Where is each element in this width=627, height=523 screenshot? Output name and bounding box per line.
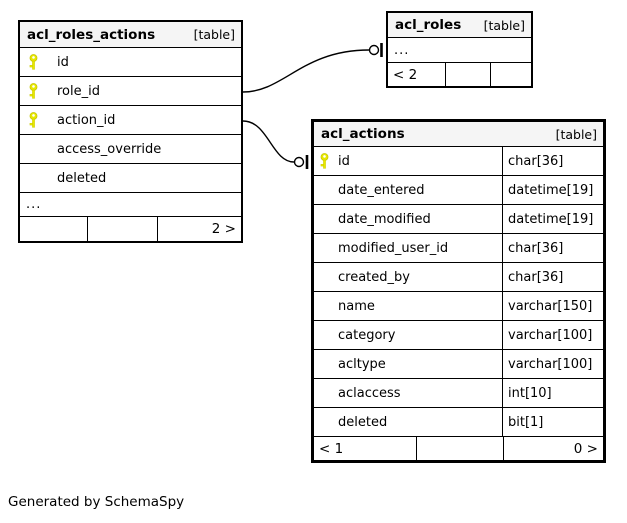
primary-key-icon — [320, 147, 338, 175]
column-name: access_override — [57, 141, 162, 157]
column-name: role_id — [57, 83, 100, 99]
ellipsis-row: ... — [388, 38, 531, 63]
footer-cell — [490, 63, 531, 86]
children-count: 2 > — [157, 217, 241, 241]
relations-footer: < 2 — [388, 63, 531, 86]
table-row: date_modified datetime[19] — [314, 205, 603, 234]
column-type: char[36] — [502, 234, 603, 262]
children-count: 0 > — [503, 437, 603, 460]
table-title: acl_actions — [321, 126, 405, 142]
zero-cardinality-circle — [293, 156, 305, 168]
table-row: category varchar[100] — [314, 321, 603, 350]
column-name: created_by — [338, 269, 410, 285]
table-tag: [table] — [555, 126, 597, 142]
footer-cell — [445, 63, 490, 86]
column-name: date_modified — [338, 211, 431, 227]
primary-key-icon — [29, 48, 57, 76]
column-name: id — [57, 54, 69, 70]
relationship-line-role-id-to-acl-roles — [242, 43, 383, 93]
table-row: created_by char[36] — [314, 263, 603, 292]
footer-cell — [416, 437, 503, 460]
ellipsis-text: ... — [394, 42, 410, 58]
table-acl-roles: acl_roles [table] ... < 2 — [386, 11, 533, 88]
table-acl-roles-actions: acl_roles_actions [table] id role_id — [18, 20, 243, 243]
table-tag: [table] — [483, 17, 525, 33]
column-type: char[36] — [502, 263, 603, 291]
column-name: action_id — [57, 112, 116, 128]
table-row: id char[36] — [314, 147, 603, 176]
footer-cell — [20, 217, 87, 241]
zero-cardinality-circle — [368, 44, 380, 56]
column-list: id char[36] date_entered datetime[19] da… — [314, 147, 603, 437]
relations-footer: 2 > — [20, 217, 241, 241]
column-name: aclaccess — [338, 385, 401, 401]
table-row: acltype varchar[100] — [314, 350, 603, 379]
column-name: category — [338, 327, 396, 343]
column-name: deleted — [57, 170, 107, 186]
column-name: name — [338, 298, 375, 314]
column-type: datetime[19] — [502, 176, 603, 204]
primary-key-icon — [29, 77, 57, 105]
column-type: bit[1] — [502, 408, 603, 436]
column-type: varchar[100] — [502, 350, 603, 378]
column-type: int[10] — [502, 379, 603, 407]
table-title: acl_roles_actions — [27, 26, 156, 43]
ellipsis-text: ... — [26, 197, 42, 212]
column-name: id — [338, 153, 350, 169]
table-row: deleted bit[1] — [314, 408, 603, 437]
table-row: access_override — [20, 135, 241, 164]
primary-key-icon — [29, 106, 57, 134]
table-title: acl_roles — [395, 17, 462, 33]
table-row: name varchar[150] — [314, 292, 603, 321]
table-row: date_entered datetime[19] — [314, 176, 603, 205]
relations-footer: < 1 0 > — [314, 437, 603, 460]
table-row: modified_user_id char[36] — [314, 234, 603, 263]
table-acl-actions: acl_actions [table] id char[36] date_ent… — [311, 119, 606, 463]
column-name: deleted — [338, 414, 388, 430]
ellipsis-row: ... — [20, 193, 241, 217]
column-type: varchar[150] — [502, 292, 603, 320]
table-row: deleted — [20, 164, 241, 193]
relationship-line-action-id-to-acl-actions — [242, 120, 309, 169]
column-name: acltype — [338, 356, 386, 372]
column-type: datetime[19] — [502, 205, 603, 233]
table-header[interactable]: acl_roles [table] — [388, 13, 531, 38]
table-row: action_id — [20, 106, 241, 135]
parents-count: < 1 — [319, 440, 344, 457]
column-type: char[36] — [502, 147, 603, 175]
table-tag: [table] — [193, 27, 235, 42]
table-header[interactable]: acl_actions [table] — [314, 122, 603, 147]
footer-cell — [87, 217, 157, 241]
table-row: role_id — [20, 77, 241, 106]
parents-count: < 2 — [393, 66, 418, 83]
table-row: id — [20, 48, 241, 77]
column-list: id role_id action_id — [20, 48, 241, 193]
column-name: modified_user_id — [338, 240, 449, 256]
generated-by-note: Generated by SchemaSpy — [8, 494, 185, 510]
column-type: varchar[100] — [502, 321, 603, 349]
column-name: date_entered — [338, 182, 425, 198]
table-row: aclaccess int[10] — [314, 379, 603, 408]
table-header[interactable]: acl_roles_actions [table] — [20, 22, 241, 48]
